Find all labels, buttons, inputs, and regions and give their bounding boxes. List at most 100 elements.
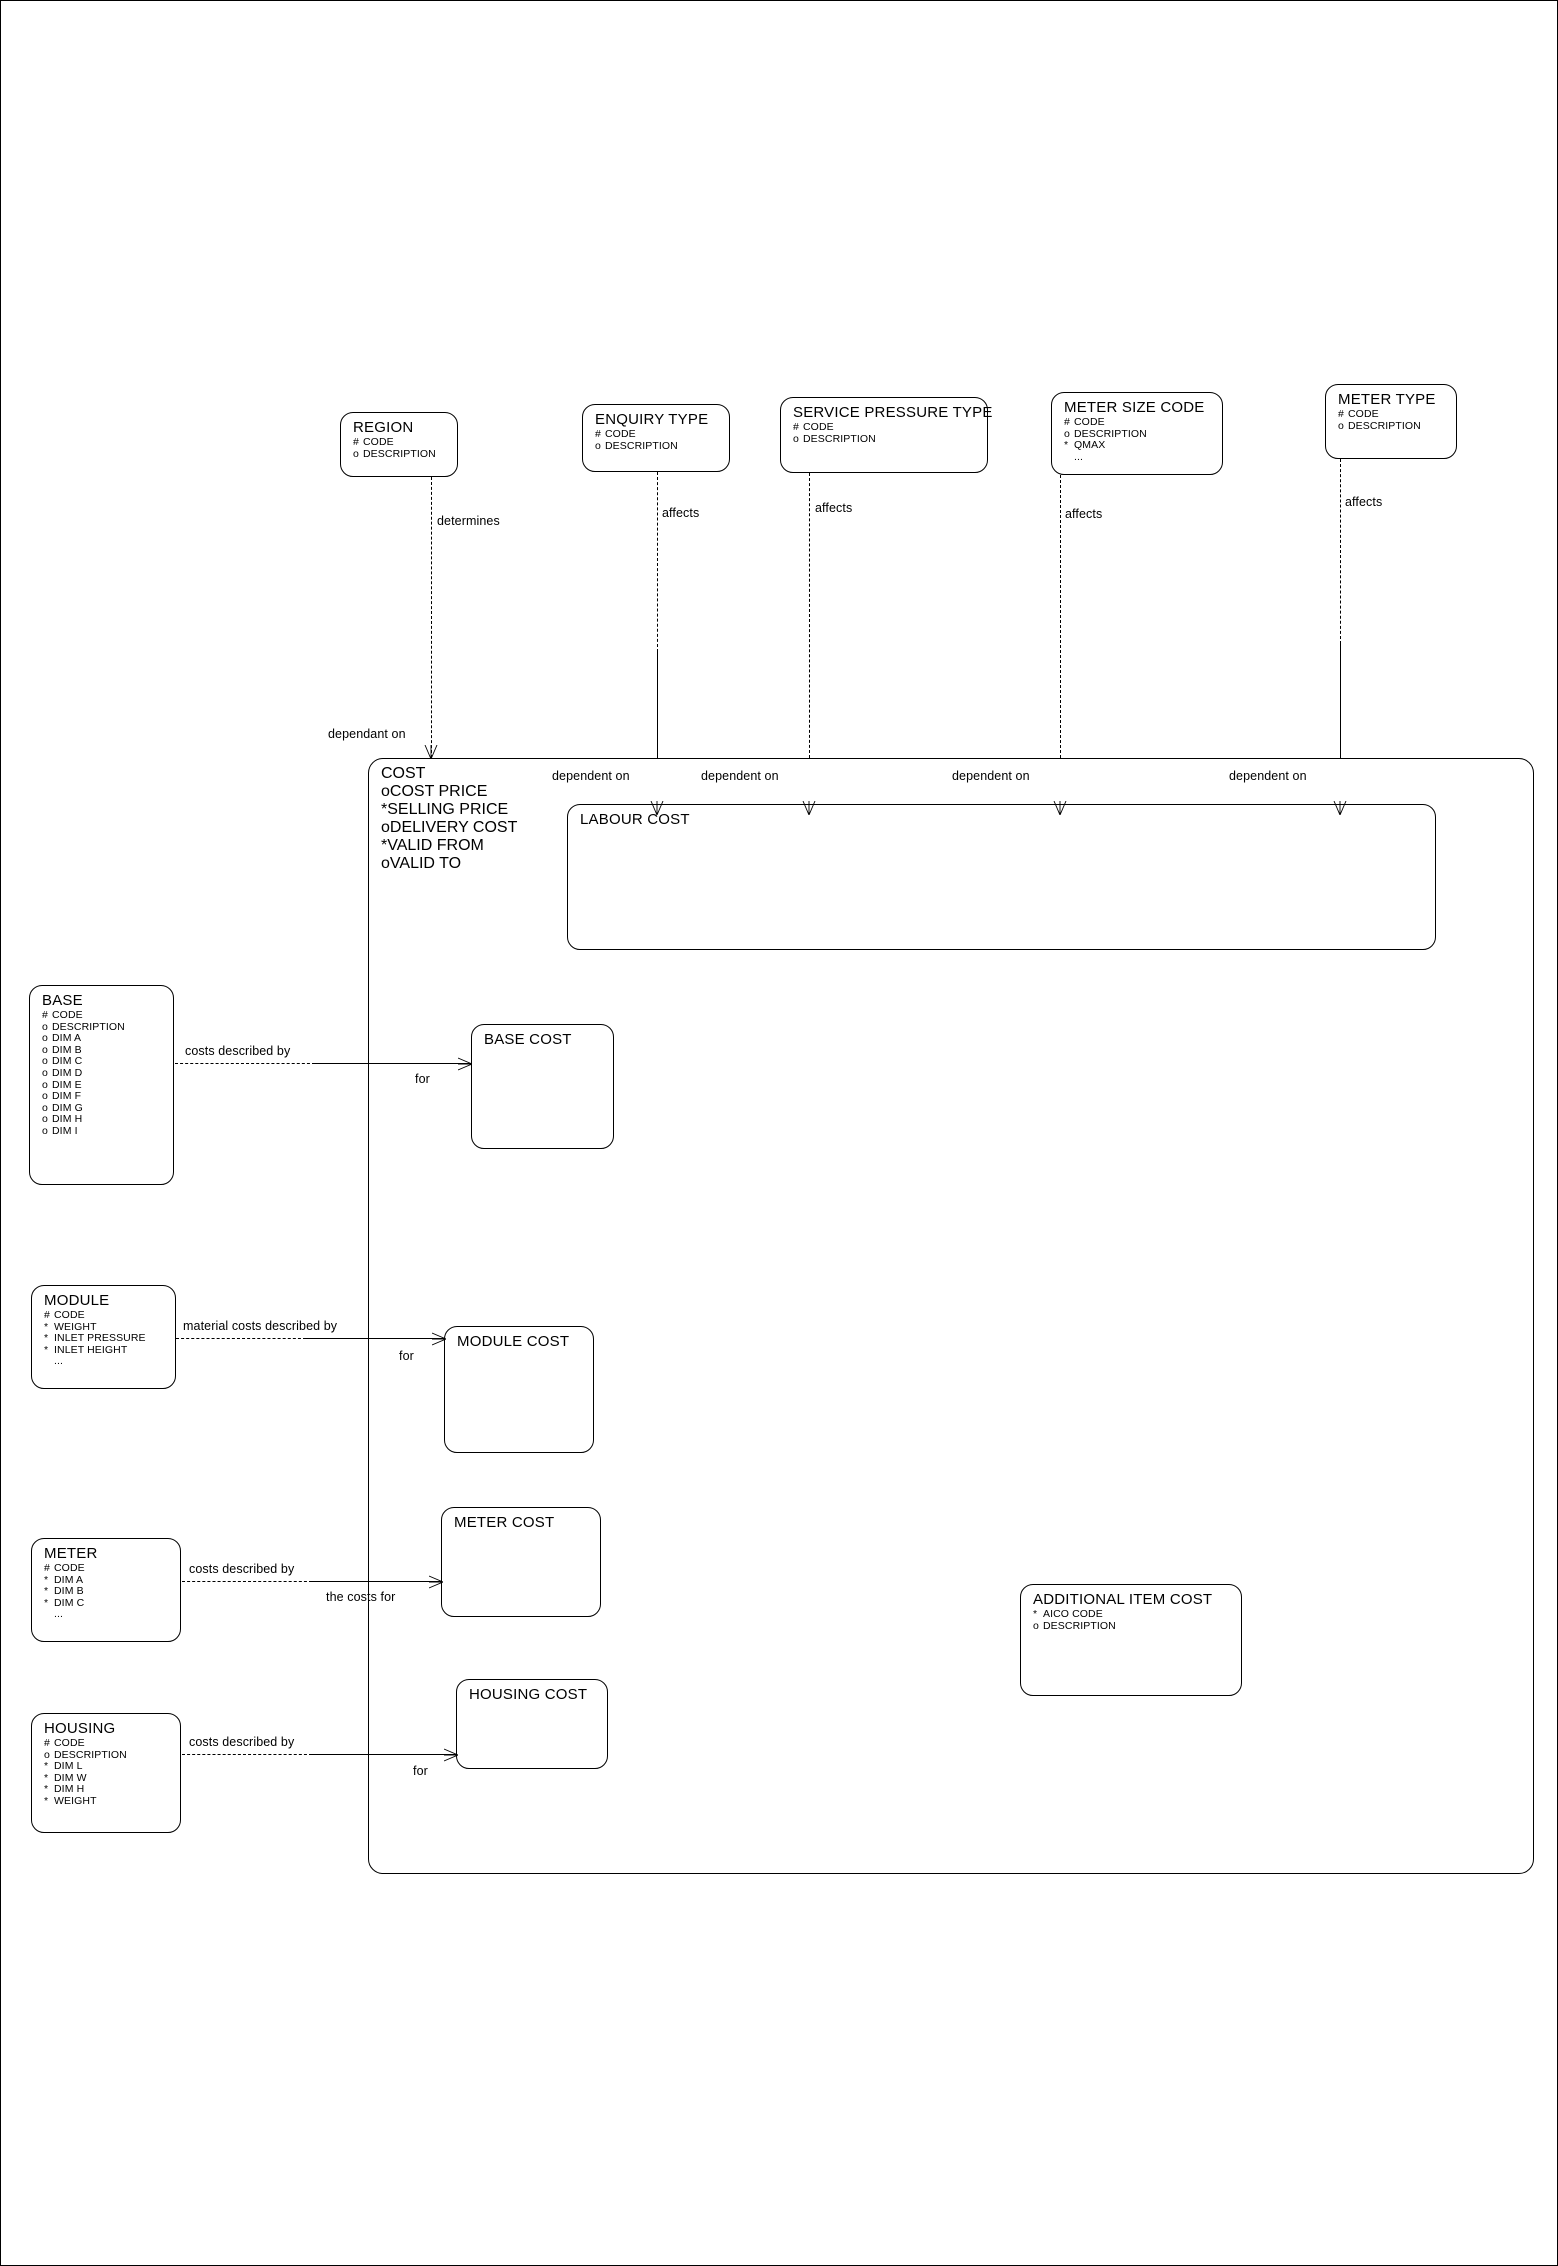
relationship-line-module-solid: [306, 1338, 445, 1339]
attribute-label: DESCRIPTION: [605, 439, 678, 452]
attribute-row: #CODE: [44, 1309, 165, 1322]
attribute-row: # CODE: [44, 1737, 170, 1750]
attribute-label: ...: [54, 1355, 64, 1368]
attribute-row: *INLET HEIGHT: [44, 1344, 165, 1357]
attribute-mark: *: [44, 1794, 49, 1807]
entity-base-cost[interactable]: BASE COST: [471, 1024, 614, 1149]
attribute-mark: o: [42, 1090, 48, 1103]
attribute-mark: #: [353, 436, 359, 448]
entity-housing-cost[interactable]: HOUSING COST: [456, 1679, 608, 1769]
relationship-label-dependent-on-mt: dependent on: [1229, 769, 1307, 783]
relationship-label-for-base: for: [415, 1072, 430, 1086]
entity-name: METER COST: [454, 1514, 555, 1531]
relationship-label-the-costs-for: the costs for: [326, 1590, 396, 1604]
attribute-mark: *: [1064, 439, 1069, 452]
attribute-mark: *: [44, 1573, 49, 1586]
attribute-label: CODE: [803, 421, 834, 433]
attribute-mark: *: [44, 1760, 49, 1773]
attribute-label: VALID TO: [389, 855, 462, 872]
attribute-mark: #: [42, 1009, 48, 1021]
attribute-label: DIM A: [54, 1573, 84, 1586]
attribute-mark: #: [44, 1309, 50, 1321]
entity-name: ADDITIONAL ITEM COST: [1033, 1591, 1213, 1608]
attribute-label: DIM B: [54, 1585, 84, 1598]
attribute-label: DESCRIPTION: [1074, 427, 1147, 440]
entity-meter[interactable]: METER #CODE *DIM A *DIM B *DIM C ...: [31, 1538, 181, 1642]
attribute-label: CODE: [54, 1562, 85, 1574]
attribute-label: AICO CODE: [1043, 1608, 1103, 1620]
attribute-mark: *: [44, 1332, 49, 1345]
attribute-label: CODE: [605, 428, 636, 440]
attribute-mark: #: [793, 421, 799, 433]
attribute-label: VALID FROM: [387, 837, 484, 854]
attribute-label: DIM L: [54, 1760, 83, 1773]
entity-labour-cost[interactable]: LABOUR COST: [567, 804, 1436, 950]
attribute-row: *SELLING PRICE: [381, 801, 517, 819]
attribute-label: DESCRIPTION: [52, 1020, 125, 1033]
attribute-label: CODE: [1074, 416, 1105, 428]
attribute-mark: o: [42, 1020, 48, 1033]
attribute-label: DESCRIPTION: [1043, 1619, 1116, 1632]
attribute-row: #CODE: [44, 1562, 170, 1575]
crowsfoot-icon: [444, 1748, 458, 1762]
attribute-mark: *: [44, 1783, 49, 1796]
entity-name: BASE: [42, 992, 83, 1009]
attribute-mark: o: [595, 439, 601, 452]
attribute-row: oDELIVERY COST: [381, 819, 517, 837]
attribute-mark: #: [44, 1737, 50, 1749]
entity-module-cost[interactable]: MODULE COST: [444, 1326, 594, 1453]
relationship-label-costs-described-by-housing: costs described by: [189, 1735, 295, 1749]
entity-meter-cost[interactable]: METER COST: [441, 1507, 601, 1617]
crowsfoot-icon: [429, 1575, 443, 1589]
attribute-mark: o: [1338, 419, 1344, 432]
attribute-label: CODE: [1348, 408, 1379, 420]
attribute-mark: *: [44, 1585, 49, 1598]
attribute-row: *DIM W: [44, 1772, 170, 1785]
attribute-label: WEIGHT: [54, 1320, 97, 1333]
attribute-label: DESCRIPTION: [1348, 419, 1421, 432]
entity-name: ENQUIRY TYPE: [595, 411, 709, 428]
entity-module[interactable]: MODULE #CODE *WEIGHT *INLET PRESSURE *IN…: [31, 1285, 176, 1389]
entity-name: MODULE: [44, 1292, 110, 1309]
attribute-label: INLET PRESSURE: [54, 1332, 146, 1345]
relationship-line-msc-cost: [1060, 475, 1061, 758]
relationship-label-affects-msc: affects: [1065, 507, 1103, 521]
attribute-label: DIM D: [52, 1066, 83, 1079]
relationship-label-dependant-on-region: dependant on: [328, 727, 406, 741]
relationship-label-affects-spt: affects: [815, 501, 853, 515]
attribute-row: # CODE: [1064, 416, 1212, 429]
attribute-mark: #: [1064, 416, 1070, 428]
attribute-list: #CODE *WEIGHT *INLET PRESSURE *INLET HEI…: [44, 1309, 165, 1368]
attribute-row: #CODE: [353, 436, 447, 449]
crowsfoot-icon: [1333, 801, 1347, 815]
attribute-label: DIM H: [52, 1113, 83, 1126]
attribute-mark: #: [1338, 408, 1344, 420]
entity-cost[interactable]: COST oCOST PRICE *SELLING PRICE oDELIVER…: [368, 758, 1534, 1874]
attribute-row: # CODE: [793, 421, 977, 434]
attribute-row: o DESCRIPTION: [595, 439, 719, 453]
crowsfoot-icon: [650, 801, 664, 815]
attribute-mark: o: [381, 855, 390, 872]
relationship-label-dependent-on-enquiry: dependent on: [552, 769, 630, 783]
relationship-line-meter-dashed: [182, 1581, 312, 1582]
attribute-mark: o: [42, 1055, 48, 1068]
attribute-label: CODE: [54, 1737, 85, 1749]
attribute-row: ...: [44, 1609, 170, 1621]
attribute-mark: o: [42, 1113, 48, 1126]
entity-cost-header: COST oCOST PRICE *SELLING PRICE oDELIVER…: [381, 765, 517, 873]
attribute-list: # CODE o DESCRIPTION: [1338, 408, 1446, 432]
entity-name: LABOUR COST: [580, 811, 690, 828]
